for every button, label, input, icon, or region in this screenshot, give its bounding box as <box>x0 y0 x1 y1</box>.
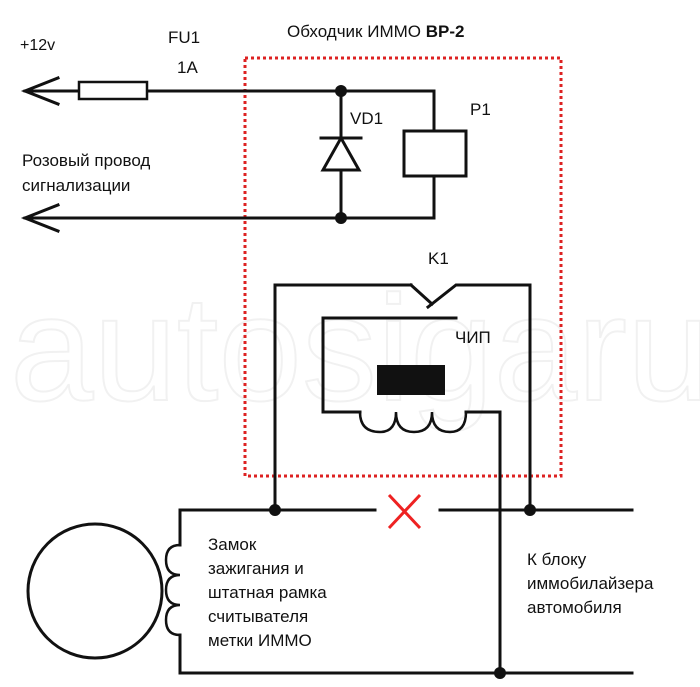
pink-signal-wire <box>20 203 436 233</box>
ignition-label-5: метки ИММО <box>208 631 312 650</box>
diode-vd1 <box>319 85 363 224</box>
relay-contact-label: K1 <box>428 249 449 268</box>
chip-symbol <box>377 365 445 395</box>
pink-wire-label-2: сигнализации <box>22 176 130 195</box>
immo-label-2: иммобилайзера <box>527 574 654 593</box>
reader-coil <box>164 508 634 675</box>
chip-antenna-coil <box>358 410 502 675</box>
ignition-label-3: штатная рамка <box>208 583 327 602</box>
module-frame <box>243 56 563 478</box>
immo-label-1: К блоку <box>527 550 587 569</box>
fuse-rating: 1A <box>177 58 198 77</box>
module-title: Обходчик ИММО BP-2 <box>287 22 464 41</box>
ignition-label-1: Замок <box>208 535 257 554</box>
relay-label: P1 <box>470 100 491 119</box>
immo-label-3: автомобиля <box>527 598 622 617</box>
plus12v-label: +12v <box>20 37 55 54</box>
watermark: autosigaru <box>10 264 700 432</box>
fuse-name: FU1 <box>168 28 200 47</box>
cut-cross-icon <box>387 493 422 530</box>
ignition-label-2: зажигания и <box>208 559 304 578</box>
relay-contact-k1 <box>273 282 532 512</box>
diode-label: VD1 <box>350 109 383 128</box>
ignition-lock-symbol <box>26 522 164 660</box>
cut-wire <box>269 504 634 679</box>
pink-wire-label-1: Розовый провод <box>22 151 150 170</box>
plus12v-wire <box>20 76 436 106</box>
chip-label: ЧИП <box>455 328 491 347</box>
relay-coil-p1 <box>402 89 468 220</box>
ignition-label-4: считывателя <box>208 607 308 626</box>
fuse-symbol <box>77 80 149 101</box>
